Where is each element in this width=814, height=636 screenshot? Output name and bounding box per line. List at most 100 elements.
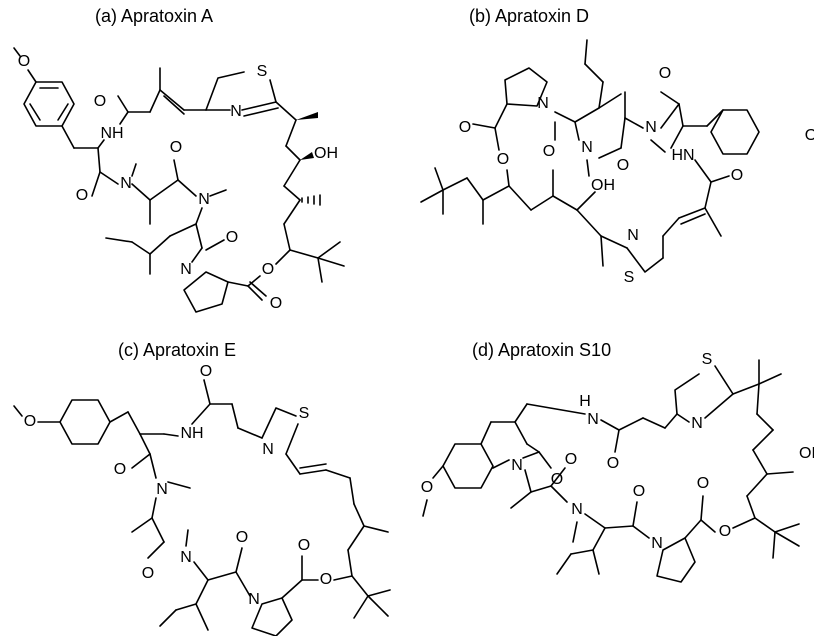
- atom-o: O: [24, 413, 36, 430]
- bond: [632, 525, 650, 539]
- atom-n: N: [248, 591, 260, 608]
- atom-o: O: [270, 295, 282, 312]
- bond: [494, 103, 508, 129]
- bond: [570, 549, 594, 555]
- bond: [275, 249, 291, 265]
- bond: [552, 195, 578, 211]
- bond: [480, 421, 492, 445]
- bond: [131, 183, 151, 201]
- double-bond: [614, 429, 620, 453]
- bond: [195, 579, 209, 605]
- bond: [584, 513, 606, 529]
- atom-n: N: [180, 549, 192, 566]
- bond: [349, 477, 355, 505]
- atom-o: O: [659, 65, 671, 82]
- atom-o: O: [617, 157, 629, 174]
- bond: [526, 443, 540, 453]
- atom-hn: HN: [671, 147, 694, 164]
- bond: [482, 185, 510, 201]
- thiazoline-ring: [205, 71, 245, 111]
- bond: [317, 241, 341, 259]
- bond: [754, 517, 776, 533]
- double-bond: [203, 379, 211, 405]
- bond: [592, 549, 600, 575]
- bond: [576, 191, 596, 211]
- bond: [247, 285, 263, 301]
- bond: [231, 403, 239, 429]
- bond: [592, 527, 606, 551]
- bond: [131, 517, 153, 533]
- bond: [131, 241, 151, 255]
- bond: [752, 449, 768, 475]
- atom-o: O: [76, 187, 88, 204]
- bond: [175, 603, 197, 611]
- bond: [195, 207, 203, 225]
- bond: [99, 171, 119, 185]
- panel-d-caption: (d) Apratoxin S10: [472, 340, 612, 360]
- bond: [774, 523, 800, 533]
- thiazoline-ring: [626, 247, 664, 273]
- bond: [149, 179, 179, 201]
- bond: [604, 525, 634, 529]
- bond: [684, 519, 702, 539]
- atom-oh-truncated: OH: [799, 445, 814, 462]
- atom-s: S: [624, 269, 635, 286]
- panel-apratoxin-a: (a) Apratoxin A O NH O S N O: [0, 0, 407, 318]
- double-bond: [159, 89, 185, 111]
- bond: [650, 139, 666, 153]
- bond: [660, 103, 680, 129]
- bond: [510, 491, 532, 509]
- bond: [642, 417, 666, 429]
- bond: [131, 163, 137, 177]
- double-bond: [173, 159, 179, 181]
- bond: [746, 473, 768, 497]
- bond: [524, 469, 532, 493]
- bond: [746, 495, 756, 519]
- proline-ring: [251, 597, 293, 636]
- bond: [550, 485, 568, 503]
- atom-n: N: [120, 175, 132, 192]
- double-bond: [660, 91, 680, 105]
- bond: [422, 499, 428, 517]
- atom-o: O: [633, 483, 645, 500]
- bond: [61, 125, 75, 149]
- bond: [752, 429, 774, 451]
- bond: [191, 247, 203, 263]
- bond: [139, 433, 151, 455]
- bond: [600, 235, 628, 249]
- bond: [353, 503, 365, 527]
- bond: [163, 433, 179, 437]
- bond: [522, 451, 540, 459]
- proline-ring: [183, 271, 229, 313]
- proline-ring: [656, 537, 696, 583]
- double-bond: [700, 495, 704, 521]
- bond: [442, 177, 468, 191]
- wedge-bond: [296, 112, 318, 120]
- bond: [347, 549, 353, 577]
- panel-b-caption: (b) Apratoxin D: [469, 6, 590, 26]
- panel-a-caption: (a) Apratoxin A: [95, 6, 214, 26]
- bond: [351, 575, 369, 597]
- atom-o-truncated: O: [805, 127, 814, 144]
- bond: [576, 209, 602, 237]
- bond: [508, 185, 532, 211]
- bond: [283, 159, 301, 187]
- atom-n: N: [691, 415, 703, 432]
- double-bond: [131, 453, 151, 469]
- bond: [237, 427, 263, 439]
- bond: [285, 453, 301, 475]
- bond: [97, 139, 105, 149]
- atom-n: N: [262, 441, 274, 458]
- hashed-bond: [301, 194, 321, 206]
- bond: [285, 423, 299, 455]
- bond: [249, 281, 267, 297]
- bond: [149, 453, 157, 479]
- bond: [434, 167, 444, 191]
- bond: [706, 109, 724, 127]
- bond: [756, 383, 760, 415]
- bond: [678, 103, 684, 127]
- bond: [756, 413, 774, 431]
- apratoxin-a-structure: O NH O S N OH: [13, 47, 345, 313]
- bond: [584, 63, 604, 83]
- atom-s: S: [702, 351, 713, 368]
